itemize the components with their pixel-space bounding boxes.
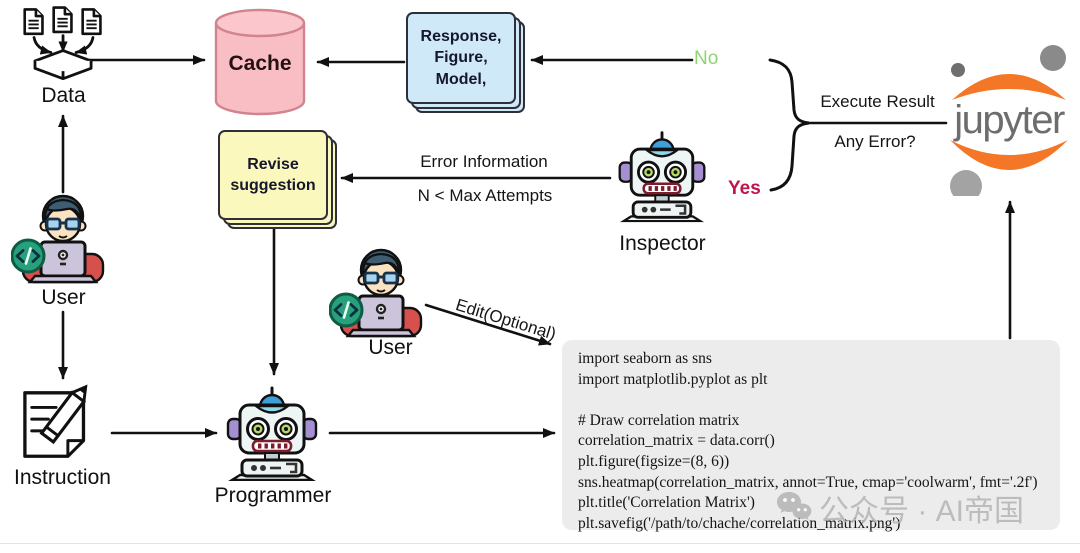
programmer-node (220, 384, 324, 482)
inspector-node (612, 126, 712, 226)
revise-label: Revise suggestion (218, 130, 328, 220)
coder-user-icon (10, 192, 116, 288)
user-left-node (10, 192, 116, 288)
max-attempts-label: N < Max Attempts (417, 186, 553, 205)
data-node (16, 2, 111, 88)
data-label: Data (41, 84, 86, 107)
programmer-label: Programmer (214, 484, 332, 507)
cache-label: Cache (228, 52, 292, 75)
response-stack-node: Response, Figure, Model, (406, 12, 525, 113)
arrow-edit-to-code (424, 303, 552, 346)
code-block: import seaborn as sns import matplotlib.… (562, 340, 1060, 532)
yes-branch-label: Yes (728, 178, 761, 199)
cache-cylinder-icon (214, 8, 306, 116)
cache-node: Cache (212, 6, 308, 118)
page-divider (0, 543, 1080, 544)
user-middle-label: User (368, 336, 413, 359)
user-left-label: User (41, 286, 86, 309)
data-files-icon (16, 2, 111, 88)
instruction-node (18, 384, 106, 466)
inspector-robot-icon (612, 126, 712, 226)
inspector-label: Inspector (619, 232, 706, 255)
execute-result-label: Execute Result (820, 92, 935, 111)
coder-user-icon (328, 246, 434, 342)
code-text: import seaborn as sns import matplotlib.… (578, 350, 1038, 532)
programmer-robot-icon (220, 384, 324, 482)
watermark-text: 公众号 · AI帝国 (819, 495, 1025, 528)
watermark: 公众号 · AI帝国 (776, 486, 1024, 530)
jupyter-node: jupyter (938, 38, 1080, 202)
error-information-label: Error Information (420, 152, 548, 171)
instruction-label: Instruction (14, 466, 111, 489)
wechat-icon (777, 492, 812, 520)
user-middle-node (328, 246, 434, 342)
jupyter-wordmark: jupyter (954, 98, 1065, 142)
instruction-note-icon (18, 384, 106, 466)
any-error-label: Any Error? (834, 132, 916, 151)
no-branch-label: No (694, 48, 719, 69)
revise-stack-node: Revise suggestion (218, 130, 337, 229)
curly-brace (768, 58, 810, 192)
jupyter-logo-icon (950, 45, 1068, 202)
response-label: Response, Figure, Model, (406, 12, 516, 104)
